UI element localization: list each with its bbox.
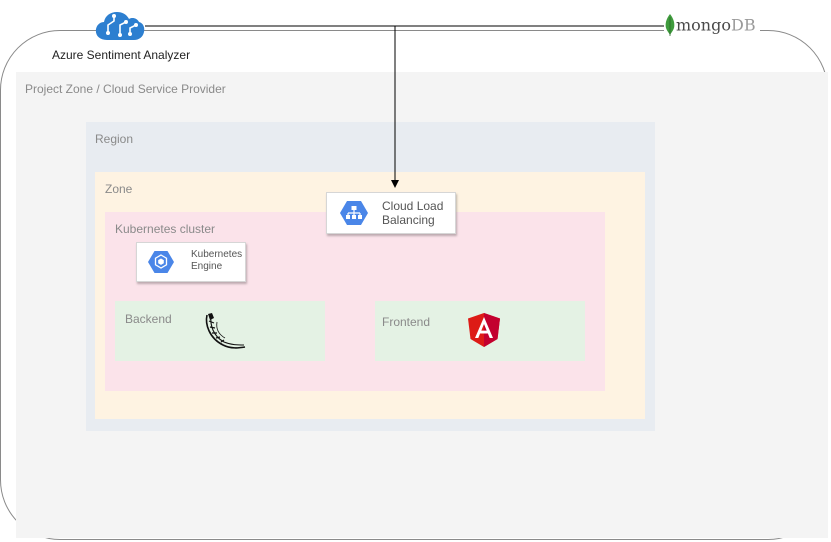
frontend-label: Frontend [382,315,431,329]
cloud-load-balancing-card: Cloud Load Balancing [326,192,456,234]
mongodb-leaf-icon [665,14,675,36]
backend-box [115,301,325,361]
load-balancing-label-line1: Cloud Load [382,199,444,213]
zone-label: Zone [105,182,133,196]
flask-horn-icon [205,313,246,349]
region-label: Region [95,132,134,146]
load-balancing-label-line2: Balancing [382,213,435,228]
mongodb-logo: mongoDB [664,14,760,38]
cloud-load-balancing-icon [340,201,368,225]
gke-label-line1: Kubernetes [191,249,243,260]
mongodb-wordmark-mongo: mongo [676,15,731,35]
angular-shield-icon [468,313,500,347]
backend-label: Backend [125,312,172,326]
azure-cognitive-brain-icon [95,12,145,40]
mongodb-wordmark-db: DB [730,15,756,35]
kubernetes-cluster-label: Kubernetes cluster [115,222,216,236]
kubernetes-engine-card: Kubernetes Engine [136,242,246,282]
gke-label-line2: Engine [191,261,223,272]
project-zone-label: Project Zone / Cloud Service Provider [25,82,226,96]
kubernetes-engine-icon [148,251,174,273]
azure-sentiment-analyzer-label: Azure Sentiment Analyzer [52,48,191,62]
